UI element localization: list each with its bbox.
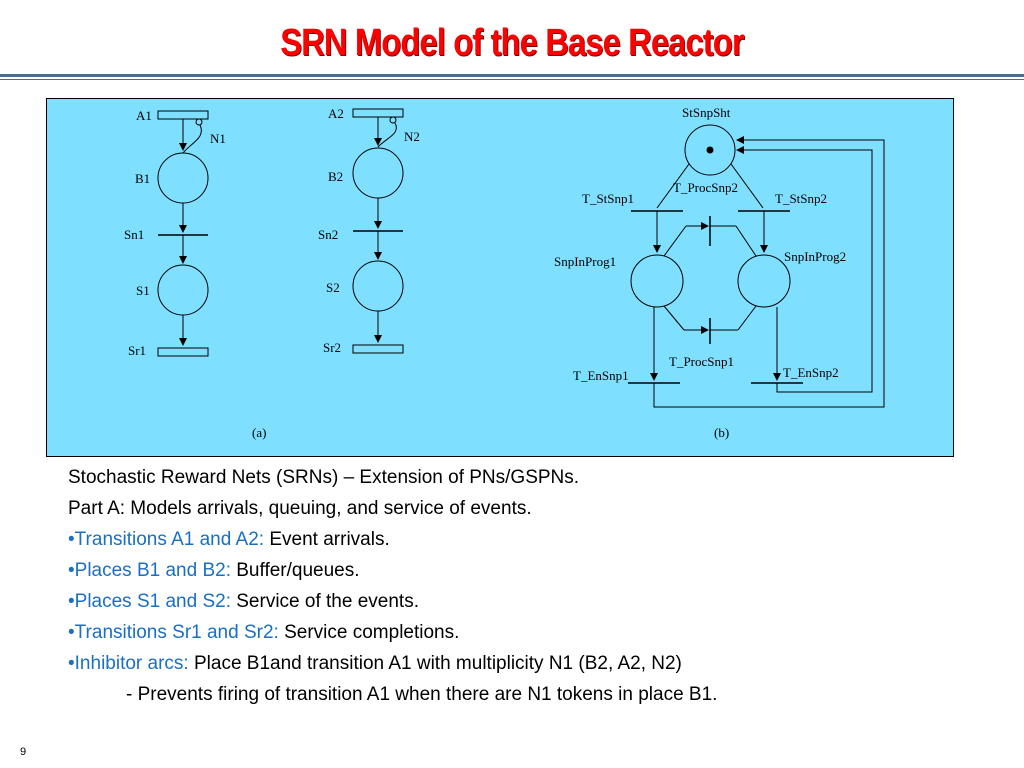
bullet-transitions-a: •Transitions A1 and A2: Event arrivals. (68, 524, 998, 555)
bullet-places-s: •Places S1 and S2: Service of the events… (68, 586, 998, 617)
inhibitor-head-N1 (195, 118, 203, 126)
token-StSnpSht (706, 146, 714, 154)
title-divider-thick (0, 74, 1024, 77)
body-sub-line: - Prevents firing of transition A1 when … (126, 684, 718, 705)
label-StSnpSht: StSnpSht (682, 105, 731, 120)
return-arc-T_EnSnp2 (736, 146, 873, 393)
transition-A2 (352, 108, 404, 118)
bullet-inhibitor-arcs: •Inhibitor arcs: Place B1and transition … (68, 648, 998, 679)
label-T_ProcSnp2: T_ProcSnp2 (673, 180, 738, 195)
label-SnpInProg1: SnpInProg1 (554, 254, 616, 269)
label-T_EnSnp1: T_EnSnp1 (573, 368, 629, 383)
inhibitor-head-N2 (389, 116, 397, 124)
bullet-term: •Transitions Sr1 and Sr2: (68, 622, 279, 643)
place-SnpInProg2 (737, 254, 791, 308)
bullet-desc: Service of the events. (230, 591, 419, 612)
label-T_ProcSnp1: T_ProcSnp1 (669, 354, 734, 369)
transition-A1 (157, 110, 209, 120)
net-a1: A1 N1 B1 Sn1 S1 Sr1 (124, 108, 226, 358)
place-B2 (352, 147, 404, 199)
place-S2 (352, 260, 404, 312)
net-a2: A2 N2 B2 Sn2 S2 Sr2 (318, 106, 420, 355)
place-B1 (157, 152, 209, 204)
arc-StSnpSht-T_StSnp2 (730, 163, 764, 209)
bullet-term: •Inhibitor arcs: (68, 653, 189, 674)
label-T_StSnp2: T_StSnp2 (775, 191, 827, 206)
bullet-desc: Place B1and transition A1 with multiplic… (188, 653, 682, 674)
bullet-term: •Places B1 and B2: (68, 560, 231, 581)
arc-T_ProcSnp1-SnpInProg2 (737, 305, 757, 331)
arc-SnpInProg1-T_ProcSnp1 (663, 305, 685, 331)
arc-T_ProcSnp2-SnpInProg2 (735, 225, 757, 257)
title-divider-thin (0, 79, 1024, 80)
place-SnpInProg1 (630, 254, 684, 308)
bullet-desc: Buffer/queues. (230, 560, 360, 581)
transition-Sr1 (157, 347, 209, 357)
body-line-1: Stochastic Reward Nets (SRNs) – Extensio… (68, 467, 580, 488)
bullet-transitions-sr: •Transitions Sr1 and Sr2: Service comple… (68, 617, 998, 648)
return-arc-T_EnSnp1 (653, 136, 885, 408)
place-S1 (157, 264, 209, 316)
label-S2: S2 (326, 280, 340, 295)
label-B1: B1 (135, 171, 150, 186)
label-Sr2: Sr2 (323, 340, 341, 355)
label-Sr1: Sr1 (128, 343, 146, 358)
label-SnpInProg2: SnpInProg2 (784, 249, 846, 264)
arc-StSnpSht-T_StSnp1 (656, 163, 690, 209)
label-N2: N2 (404, 129, 420, 144)
bullet-term: •Places S1 and S2: (68, 591, 231, 612)
label-Sn2: Sn2 (318, 227, 338, 242)
slide-title: SRN Model of the Base Reactor (280, 22, 744, 64)
caption-b: (b) (714, 425, 729, 440)
label-S1: S1 (136, 283, 150, 298)
body-line-2: Part A: Models arrivals, queuing, and se… (68, 498, 532, 519)
bullet-places-b: •Places B1 and B2: Buffer/queues. (68, 555, 998, 586)
label-A2: A2 (328, 106, 344, 121)
srn-diagram: A1 N1 B1 Sn1 S1 Sr1 A2 N2 B2 (46, 98, 954, 457)
body-text: Stochastic Reward Nets (SRNs) – Extensio… (68, 462, 998, 710)
label-T_EnSnp2: T_EnSnp2 (783, 365, 839, 380)
bullet-term: •Transitions A1 and A2: (68, 529, 265, 550)
bullet-desc: Service completions. (278, 622, 460, 643)
bullet-desc: Event arrivals. (264, 529, 390, 550)
page-number: 9 (20, 746, 27, 758)
label-Sn1: Sn1 (124, 227, 144, 242)
srn-diagram-svg: A1 N1 B1 Sn1 S1 Sr1 A2 N2 B2 (46, 98, 954, 457)
label-B2: B2 (328, 169, 343, 184)
arc-SnpInProg1-T_ProcSnp2 (663, 225, 687, 257)
transition-Sr2 (352, 344, 404, 354)
label-T_StSnp1: T_StSnp1 (582, 191, 634, 206)
label-A1: A1 (136, 108, 152, 123)
net-b: StSnpSht T_StSnp1 T_StSnp2 T_ProcSnp2 Sn… (554, 105, 885, 408)
caption-a: (a) (252, 425, 266, 440)
label-N1: N1 (210, 131, 226, 146)
